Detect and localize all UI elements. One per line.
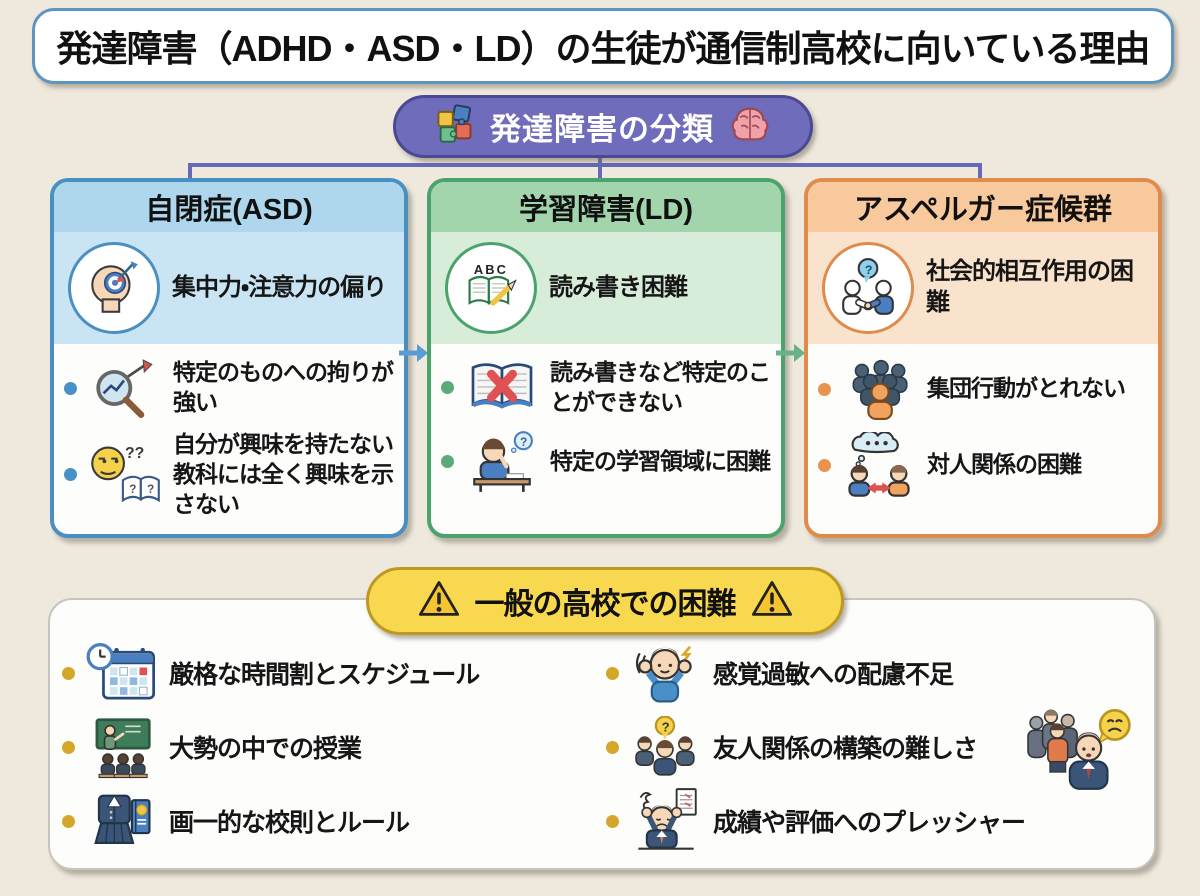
pressure-icon <box>629 787 703 855</box>
list-item-label: 画一的な校則とルール <box>169 809 410 837</box>
connector-horizontal <box>188 163 982 167</box>
bullet-dot <box>606 814 619 828</box>
arrow-right-icon <box>774 340 806 371</box>
arrow-right-icon <box>397 340 429 371</box>
list-item-label: 感覚過敏への配慮不足 <box>713 661 954 689</box>
difficulties-left-column: 厳格な時間割とスケジュール <box>62 636 592 858</box>
card-asd: 自閉症(ASD) 集中力・注意力の偏り <box>50 178 408 538</box>
crowd-icon <box>839 358 919 420</box>
focus-head-icon <box>68 242 160 334</box>
list-item: 大勢の中での授業 <box>62 710 592 784</box>
bullet-dot <box>441 381 454 395</box>
list-item: 画一的な校則とルール <box>62 784 592 858</box>
card-ld: 学習障害(LD) ABC 読み書き困難 <box>427 178 785 538</box>
svg-text:?: ? <box>662 720 670 735</box>
schedule-icon <box>85 641 159 705</box>
puzzle-icon <box>434 103 476 150</box>
classification-label: 発達障害の分類 <box>490 112 714 147</box>
card-asperger: アスペルガー症候群 ? 社会的相互作用の困難 <box>804 178 1162 538</box>
bullet-dot <box>818 382 831 396</box>
card-asd-featured: 集中力・注意力の偏り <box>54 232 404 344</box>
card-asd-title: 自閉症(ASD) <box>54 182 404 232</box>
bullet-dot <box>64 381 77 395</box>
list-item-label: 集団行動がとれない <box>927 375 1126 402</box>
connector-drop-left <box>188 163 192 180</box>
svg-text:?: ? <box>865 263 873 277</box>
list-item-label: 特定のものへの拘りが強い <box>173 359 394 415</box>
list-item-label: 大勢の中での授業 <box>169 735 362 763</box>
card-asperger-featured-label: 社会的相互作用の困難 <box>926 258 1134 316</box>
difficulties-title: 一般の高校での困難 <box>474 588 737 621</box>
card-asperger-title: アスペルガー症候群 <box>808 182 1158 232</box>
difficulties-panel <box>48 598 1156 870</box>
list-item: 成績や評価へのプレッシャー <box>606 784 1126 858</box>
classroom-icon <box>85 715 159 779</box>
classification-pill: 発達障害の分類 <box>393 95 813 158</box>
bullet-dot <box>818 458 831 472</box>
list-item-label: 成績や評価へのプレッシャー <box>713 809 1026 837</box>
card-ld-title: 学習障害(LD) <box>431 182 781 232</box>
book-abc-pencil-icon: ABC <box>445 242 537 334</box>
difficulties-pill: 一般の高校での困難 <box>366 567 844 635</box>
svg-text:?: ? <box>129 483 136 496</box>
magnifier-trend-icon <box>85 358 165 418</box>
bullet-dot <box>62 740 75 754</box>
bullet-dot <box>62 814 75 828</box>
list-item: 読み書きなど特定のことができない <box>439 352 773 424</box>
list-item: 厳格な時間割とスケジュール <box>62 636 592 710</box>
list-item: ? 友人関係の構築の難しさ <box>606 710 1126 784</box>
student-desk-icon: ? <box>462 430 542 494</box>
bullet-dot <box>441 455 454 469</box>
book-x-icon <box>462 359 542 417</box>
card-ld-featured-label: 読み書き困難 <box>549 273 688 301</box>
handshake-question-icon: ? <box>822 242 914 334</box>
svg-text:?: ? <box>520 436 527 449</box>
list-item: 対人関係の困難 <box>816 426 1150 504</box>
page-title: 発達障害（ADHD・ASD・LD）の生徒が通信制高校に向いている理由 <box>56 28 1151 69</box>
list-item-label: 特定の学習領域に困難 <box>550 447 771 474</box>
page-title-bar: 発達障害（ADHD・ASD・LD）の生徒が通信制高校に向いている理由 <box>32 8 1174 84</box>
connector-drop-right <box>978 163 982 180</box>
bullet-dot <box>606 740 619 754</box>
bullet-dot <box>606 666 619 680</box>
list-item-label: 厳格な時間割とスケジュール <box>169 661 480 689</box>
uniform-rulebook-icon <box>85 789 159 853</box>
bored-face-book-icon: ?? ? ? <box>85 442 165 508</box>
difficulties-right-column: 感覚過敏への配慮不足 ? 友 <box>606 636 1126 858</box>
connector-drop-center <box>598 163 602 180</box>
list-item-label: 自分が興味を持たない教科には全く興味を示さない <box>173 431 394 517</box>
bullet-dot <box>64 468 77 482</box>
warning-icon <box>417 579 461 624</box>
card-asd-featured-label: 集中力・注意力の偏り <box>172 273 387 301</box>
svg-text:??: ?? <box>125 445 144 462</box>
list-item-label: 友人関係の構築の難しさ <box>713 735 978 763</box>
warning-icon <box>750 579 794 624</box>
list-item-label: 対人関係の困難 <box>927 451 1082 478</box>
card-ld-featured: ABC 読み書き困難 <box>431 232 781 344</box>
svg-text:?: ? <box>147 483 154 496</box>
list-item: 特定のものへの拘りが強い <box>62 352 396 424</box>
list-item: ?? ? ? 自分が興味を持たない教科には全く興味を示さない <box>62 424 396 526</box>
list-item: 集団行動がとれない <box>816 352 1150 426</box>
friends-question-icon: ? <box>629 716 703 778</box>
svg-text:ABC: ABC <box>474 262 508 277</box>
card-asperger-featured: ? 社会的相互作用の困難 <box>808 232 1158 344</box>
bullet-dot <box>62 666 75 680</box>
list-item-label: 読み書きなど特定のことができない <box>550 359 771 415</box>
interpersonal-icon <box>839 432 919 498</box>
list-item: ? 特定の学習領域に困難 <box>439 424 773 500</box>
brain-icon <box>728 104 772 149</box>
sensory-overload-icon <box>629 640 703 706</box>
list-item: 感覚過敏への配慮不足 <box>606 636 1126 710</box>
group-sad-icon <box>1012 702 1136 799</box>
